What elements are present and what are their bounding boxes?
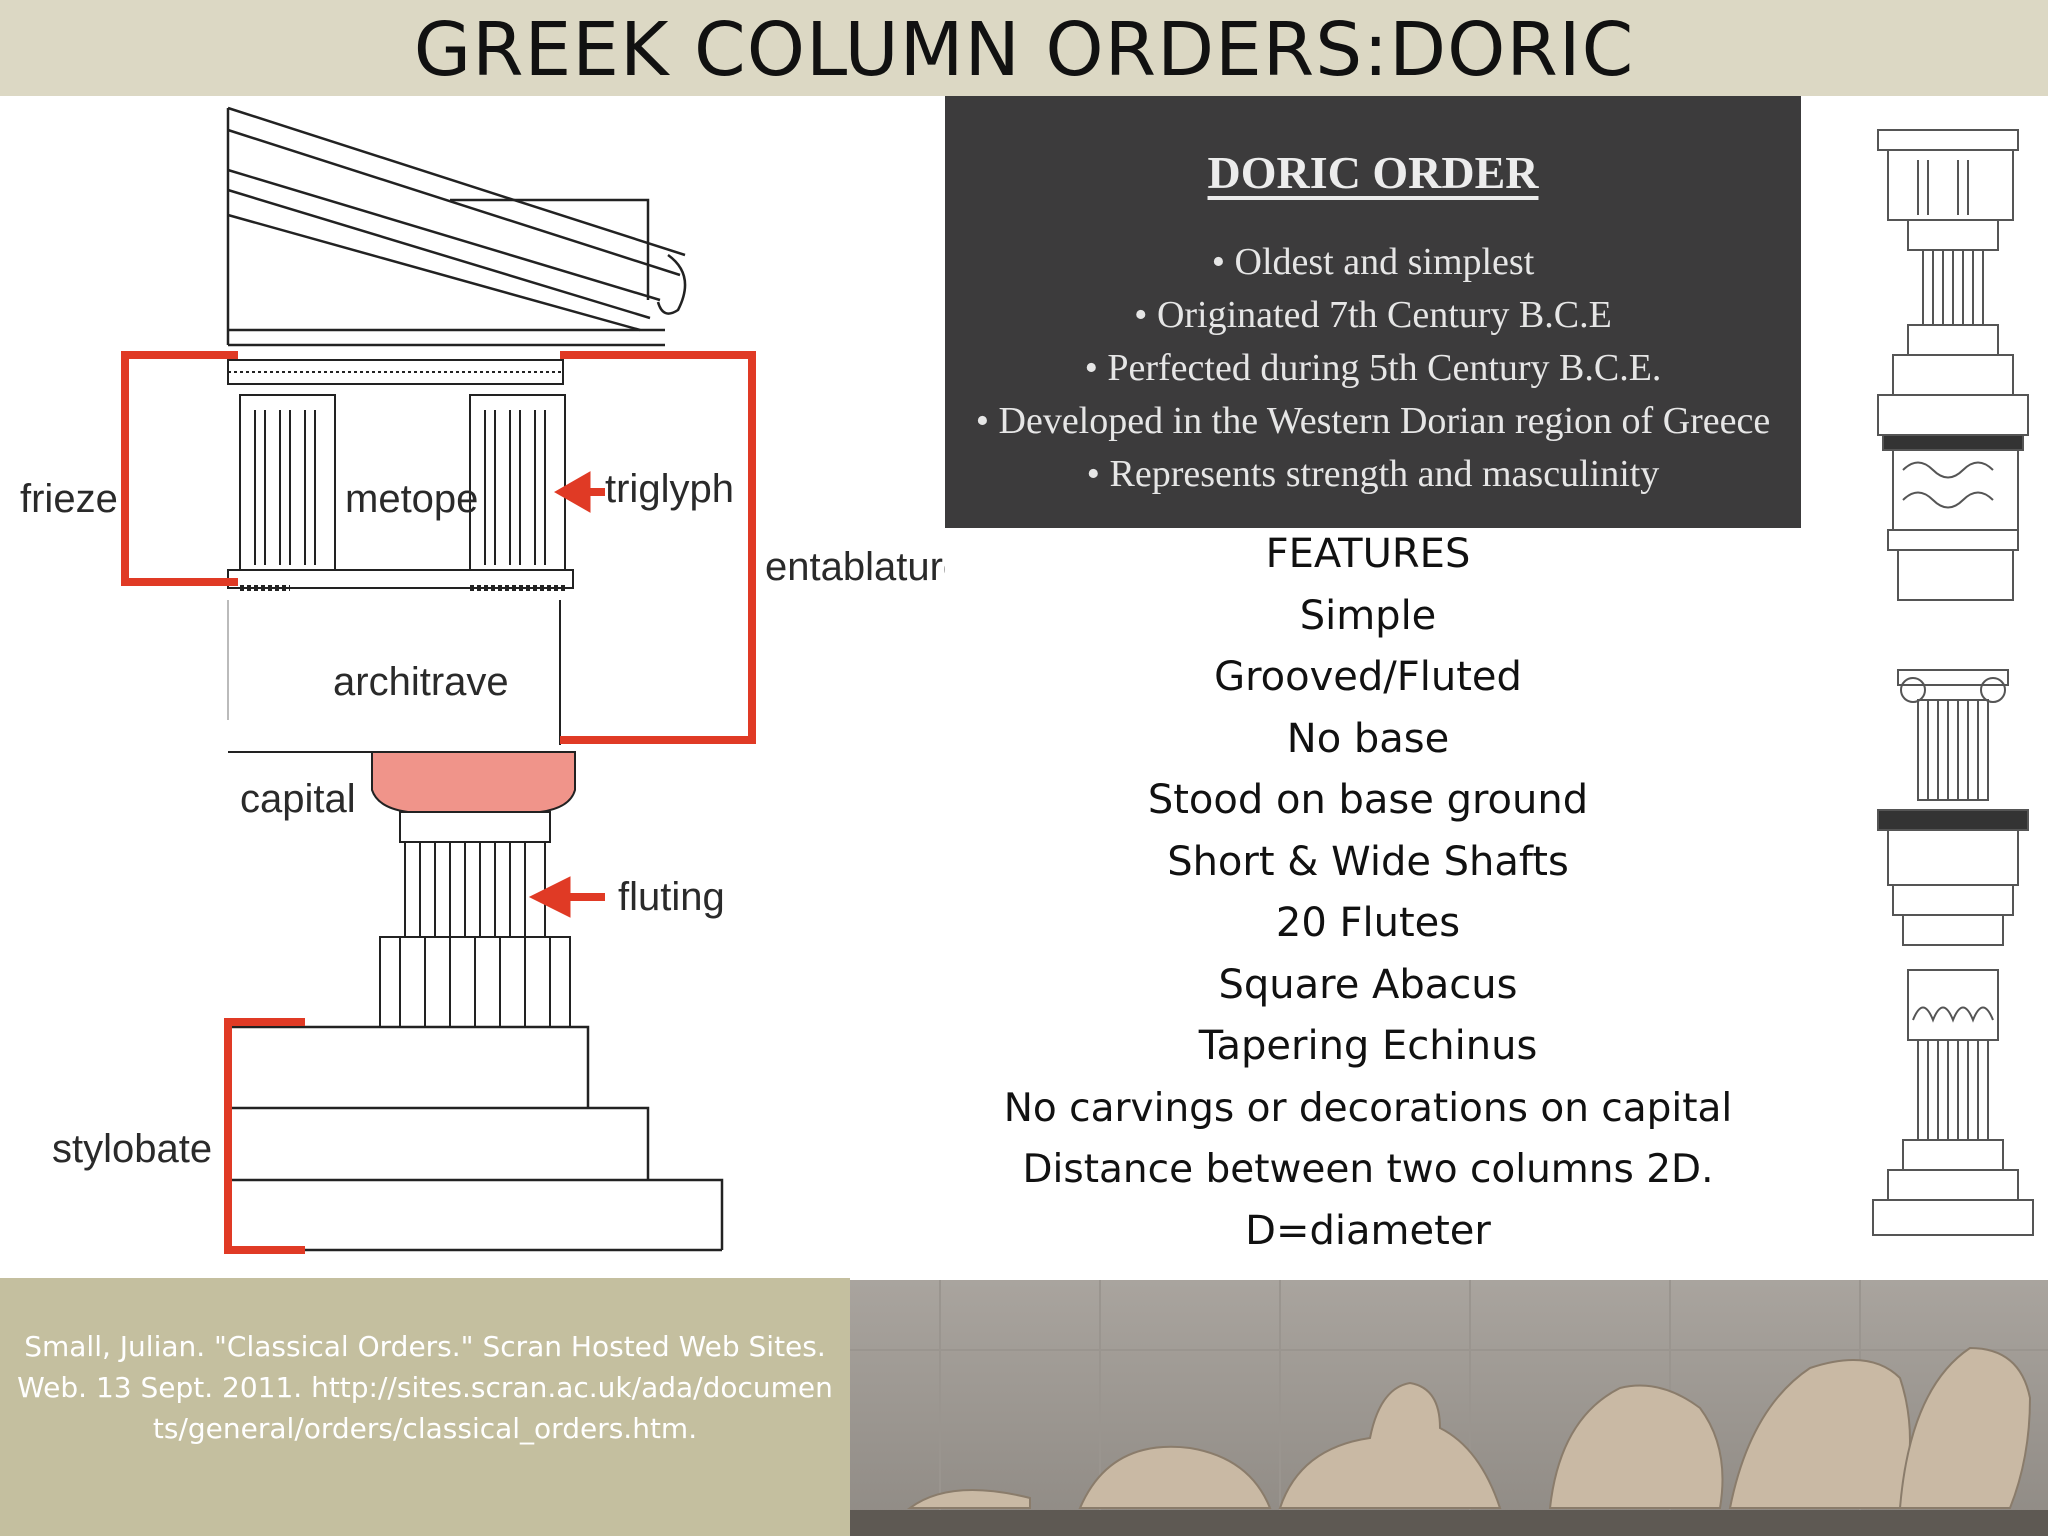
slide-title: GREEK COLUMN ORDERS:DORIC xyxy=(413,7,1635,93)
feature-item: Distance between two columns 2D. xyxy=(1022,1147,1714,1192)
feature-item: Tapering Echinus xyxy=(1198,1023,1538,1069)
feature-item: Stood on base ground xyxy=(1147,777,1589,823)
column-orders-image xyxy=(1848,120,2038,1250)
citation-text: Small, Julian. "Classical Orders." Scran… xyxy=(17,1330,833,1445)
feature-item: Short & Wide Shafts xyxy=(1167,838,1569,885)
label-fluting: fluting xyxy=(618,875,725,919)
citation-box: Small, Julian. "Classical Orders." Scran… xyxy=(0,1278,850,1536)
label-stylobate: stylobate xyxy=(52,1127,212,1171)
feature-item: 20 Flutes xyxy=(1275,900,1461,946)
doric-order-info-box: DORIC ORDER • Oldest and simplest • Orig… xyxy=(945,96,1801,528)
bullet-item: • Originated 7th Century B.C.E xyxy=(1134,294,1612,336)
label-architrave: architrave xyxy=(333,660,509,704)
features-heading: FEATURES xyxy=(1265,531,1471,577)
doric-order-diagram: frieze metope triglyph entablature archi… xyxy=(0,96,945,1276)
feature-item: Simple xyxy=(1299,592,1437,639)
feature-item: No carvings or decorations on capital xyxy=(1003,1085,1733,1131)
label-entablature: entablature xyxy=(765,545,945,589)
label-frieze: frieze xyxy=(20,477,118,521)
label-capital: capital xyxy=(240,777,356,821)
column-shaft-drawing xyxy=(379,811,571,1028)
label-triglyph: triglyph xyxy=(605,467,734,511)
feature-item: Square Abacus xyxy=(1218,961,1518,1008)
doric-order-heading: DORIC ORDER xyxy=(1207,147,1539,198)
pediment-drawing xyxy=(226,106,687,347)
stylobate-drawing xyxy=(228,1025,724,1252)
arrows xyxy=(528,471,605,918)
feature-item: No base xyxy=(1286,715,1450,762)
frieze-drawing xyxy=(227,359,574,753)
feature-item: D=diameter xyxy=(1245,1207,1491,1254)
doric-order-bullets: • Oldest and simplest • Originated 7th C… xyxy=(945,236,1801,501)
feature-item: Grooved/Fluted xyxy=(1214,654,1522,700)
bullet-item: • Perfected during 5th Century B.C.E. xyxy=(1084,347,1662,389)
red-brackets xyxy=(121,351,756,1254)
bullet-item: • Represents strength and masculinity xyxy=(1086,453,1660,495)
bullet-item: • Oldest and simplest xyxy=(1211,241,1535,283)
label-metope: metope xyxy=(345,477,478,521)
bullet-item: • Developed in the Western Dorian region… xyxy=(975,400,1771,442)
title-bar: GREEK COLUMN ORDERS:DORIC xyxy=(0,0,2048,96)
features-list: FEATURES Simple Grooved/Fluted No base S… xyxy=(945,524,1791,1262)
parthenon-sculpture-photo xyxy=(850,1280,2048,1536)
capital-drawing xyxy=(371,751,576,813)
